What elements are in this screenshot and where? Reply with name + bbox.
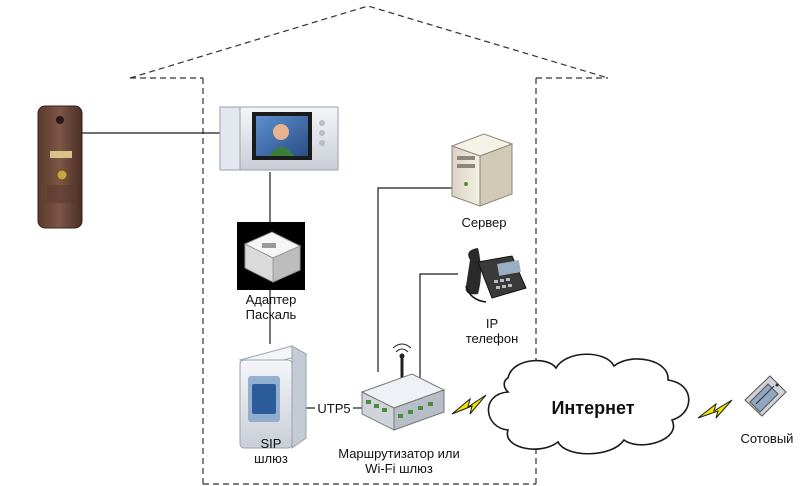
sip-label-line2: шлюз <box>254 451 288 466</box>
door-panel-icon <box>37 105 83 229</box>
internet-label: Интернет <box>551 398 635 418</box>
adapter-label-line1: Адаптер <box>245 292 297 307</box>
ip-phone-icon <box>465 248 527 303</box>
connection-lines <box>82 132 458 409</box>
sip-gateway-icon <box>238 345 308 449</box>
router-label-line1: Маршрутизатор или <box>338 446 460 461</box>
cloud-icon <box>487 353 690 455</box>
ip-phone-label-line1: IP <box>485 316 499 331</box>
lightning-icon <box>451 394 733 419</box>
adapter-box-icon <box>237 222 305 290</box>
server-label: Сервер <box>461 215 507 230</box>
utp-label: UTP5 <box>315 401 353 417</box>
router-icon <box>360 343 446 431</box>
server-icon <box>450 133 514 207</box>
adapter-label-line2: Паскаль <box>245 307 297 322</box>
ip-phone-label-line2: телефон <box>465 331 519 346</box>
router-label-line2: Wi-Fi шлюз <box>365 461 433 476</box>
video-monitor-icon <box>219 106 339 171</box>
house-outline <box>129 5 609 485</box>
mobile-label: Сотовый <box>740 431 794 446</box>
mobile-phone-icon <box>744 375 787 417</box>
sip-label-line1: SIP <box>260 436 282 451</box>
